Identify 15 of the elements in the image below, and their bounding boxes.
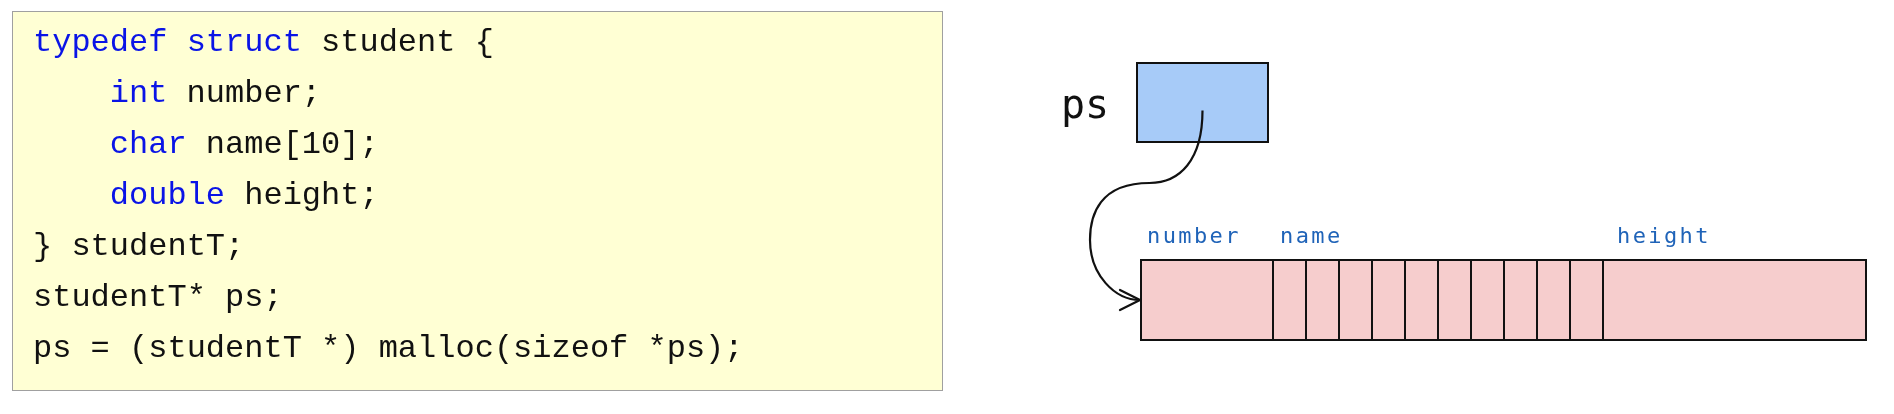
code-line: char name[10]; xyxy=(109,125,379,165)
field-label: number xyxy=(1147,223,1241,249)
code-line: double height; xyxy=(109,176,379,216)
field-label: name xyxy=(1280,223,1343,249)
code-panel xyxy=(12,11,943,391)
code-line: typedef struct student { xyxy=(33,23,494,63)
code-line: int number; xyxy=(109,74,322,114)
memory-block xyxy=(1140,259,1867,341)
pointer-arrow xyxy=(1088,110,1204,310)
code-line: studentT* ps; xyxy=(33,278,283,318)
pointer-box xyxy=(1136,62,1269,143)
code-line: ps = (studentT *) malloc(sizeof *ps); xyxy=(33,329,744,369)
variable-label: ps xyxy=(1061,81,1110,127)
code-line: } studentT; xyxy=(33,227,245,267)
field-label: height xyxy=(1617,223,1711,249)
